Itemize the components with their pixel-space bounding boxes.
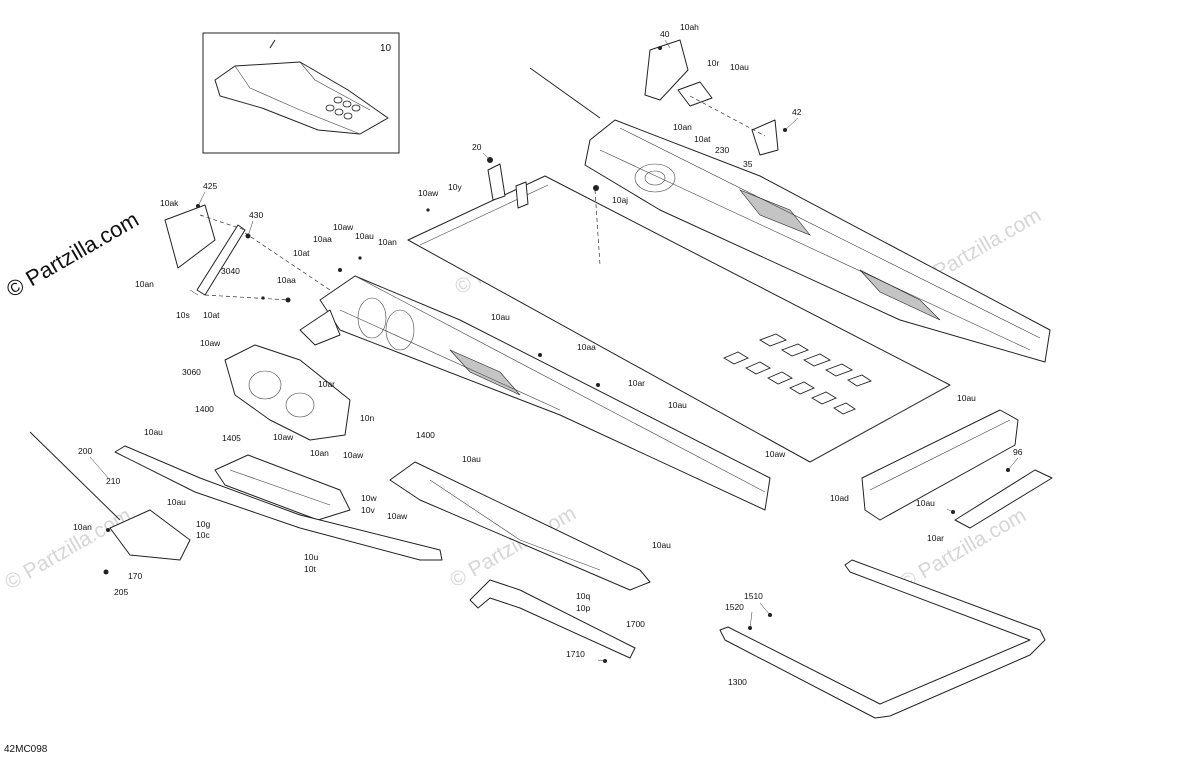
callout-label: 10aw bbox=[765, 449, 786, 459]
callout-label: 10p bbox=[576, 603, 590, 613]
callout-label: 10c bbox=[196, 530, 210, 540]
upper-bracket bbox=[644, 39, 779, 156]
callout-label: 10ah bbox=[680, 22, 699, 32]
callout-label: 10t bbox=[304, 564, 316, 574]
callout-label: 3060 bbox=[182, 367, 201, 377]
callout-label: 10au bbox=[652, 540, 671, 550]
callout-label: 430 bbox=[249, 210, 263, 220]
callout-label: 10au bbox=[167, 497, 186, 507]
left-side-rail bbox=[299, 275, 771, 511]
callout-label: 10au bbox=[668, 400, 687, 410]
dashed-leaders bbox=[199, 189, 601, 301]
callout-label: 10ar bbox=[927, 533, 944, 543]
callout-labels: 10ah 40 10r 10au 42 10an 10at 230 35 20 … bbox=[73, 22, 1023, 687]
rod-200 bbox=[29, 431, 191, 561]
callout-label: 96 bbox=[1013, 447, 1023, 457]
assembly-inset: 10 bbox=[202, 32, 400, 154]
callout-label: 10au bbox=[730, 62, 749, 72]
callout-label: 10an bbox=[73, 522, 92, 532]
right-side-rail bbox=[529, 67, 1051, 363]
callout-label: 10au bbox=[491, 312, 510, 322]
callout-label: 10au bbox=[144, 427, 163, 437]
callout-label: 10an bbox=[673, 122, 692, 132]
callout-label: 1400 bbox=[416, 430, 435, 440]
callout-label: 10at bbox=[293, 248, 310, 258]
callout-label: 10au bbox=[916, 498, 935, 508]
callout-label: 10au bbox=[355, 231, 374, 241]
callout-label: 1700 bbox=[626, 619, 645, 629]
callout-label: 10ar bbox=[628, 378, 645, 388]
front-plate bbox=[224, 344, 351, 441]
callout-label: 10r bbox=[707, 58, 719, 68]
callout-label: 10ad bbox=[830, 493, 849, 503]
callout-label: 10aw bbox=[333, 222, 354, 232]
label-leaders bbox=[89, 39, 1019, 662]
callout-label: 10aw bbox=[343, 450, 364, 460]
callout-label: 10ar bbox=[318, 379, 335, 389]
callout-label: 10ak bbox=[160, 198, 179, 208]
callout-label: 10an bbox=[378, 237, 397, 247]
callout-label: 200 bbox=[78, 446, 92, 456]
callout-label: 10q bbox=[576, 591, 590, 601]
callout-label: 35 bbox=[743, 159, 753, 169]
callout-label: 205 bbox=[114, 587, 128, 597]
callout-label: 1405 bbox=[222, 433, 241, 443]
diagram-code: 42MC098 bbox=[4, 744, 48, 755]
footrest bbox=[469, 579, 636, 659]
callout-label: 10g bbox=[196, 519, 210, 529]
callout-label: 10an bbox=[310, 448, 329, 458]
lower-bracket bbox=[214, 454, 351, 521]
callout-label: 1510 bbox=[744, 591, 763, 601]
tunnel-plate bbox=[407, 163, 951, 463]
rear-bumper bbox=[719, 559, 1046, 719]
brand-label: © Partzilla.com bbox=[2, 207, 143, 303]
callout-label: 210 bbox=[106, 476, 120, 486]
callout-label: 42 bbox=[792, 107, 802, 117]
flap-10ak bbox=[164, 204, 246, 296]
callout-label: 10aj bbox=[612, 195, 628, 205]
running-board-right bbox=[389, 461, 651, 591]
inset-label: 10 bbox=[380, 43, 392, 54]
callout-label: 10aw bbox=[200, 338, 221, 348]
callout-label: 10aa bbox=[577, 342, 596, 352]
callout-label: 10aw bbox=[387, 511, 408, 521]
callout-label: 10aw bbox=[273, 432, 294, 442]
callout-label: 10at bbox=[694, 134, 711, 144]
callout-label: 10aw bbox=[418, 188, 439, 198]
callout-label: 10n bbox=[360, 413, 374, 423]
callout-label: 1400 bbox=[195, 404, 214, 414]
watermark: © Partzilla.com bbox=[1, 504, 135, 595]
rear-crossbar bbox=[861, 409, 1019, 521]
callout-label: 230 bbox=[715, 145, 729, 155]
callout-label: 170 bbox=[128, 571, 142, 581]
callout-label: 10v bbox=[361, 505, 375, 515]
callout-label: 3040 bbox=[221, 266, 240, 276]
callout-label: 10aa bbox=[277, 275, 296, 285]
callout-label: 1300 bbox=[728, 677, 747, 687]
callout-label: 10au bbox=[957, 393, 976, 403]
callout-label: 10aa bbox=[313, 234, 332, 244]
running-board-left bbox=[114, 445, 443, 561]
callout-label: 10at bbox=[203, 310, 220, 320]
callout-label: 20 bbox=[472, 142, 482, 152]
callout-label: 40 bbox=[660, 29, 670, 39]
bracket-96 bbox=[954, 469, 1053, 529]
callout-label: 10an bbox=[135, 279, 154, 289]
callout-label: 10y bbox=[448, 182, 462, 192]
callout-label: 10s bbox=[176, 310, 190, 320]
callout-label: 1520 bbox=[725, 602, 744, 612]
callout-label: 10au bbox=[462, 454, 481, 464]
callout-label: 10w bbox=[361, 493, 377, 503]
callout-label: 10u bbox=[304, 552, 318, 562]
callout-label: 425 bbox=[203, 181, 217, 191]
callout-label: 1710 bbox=[566, 649, 585, 659]
